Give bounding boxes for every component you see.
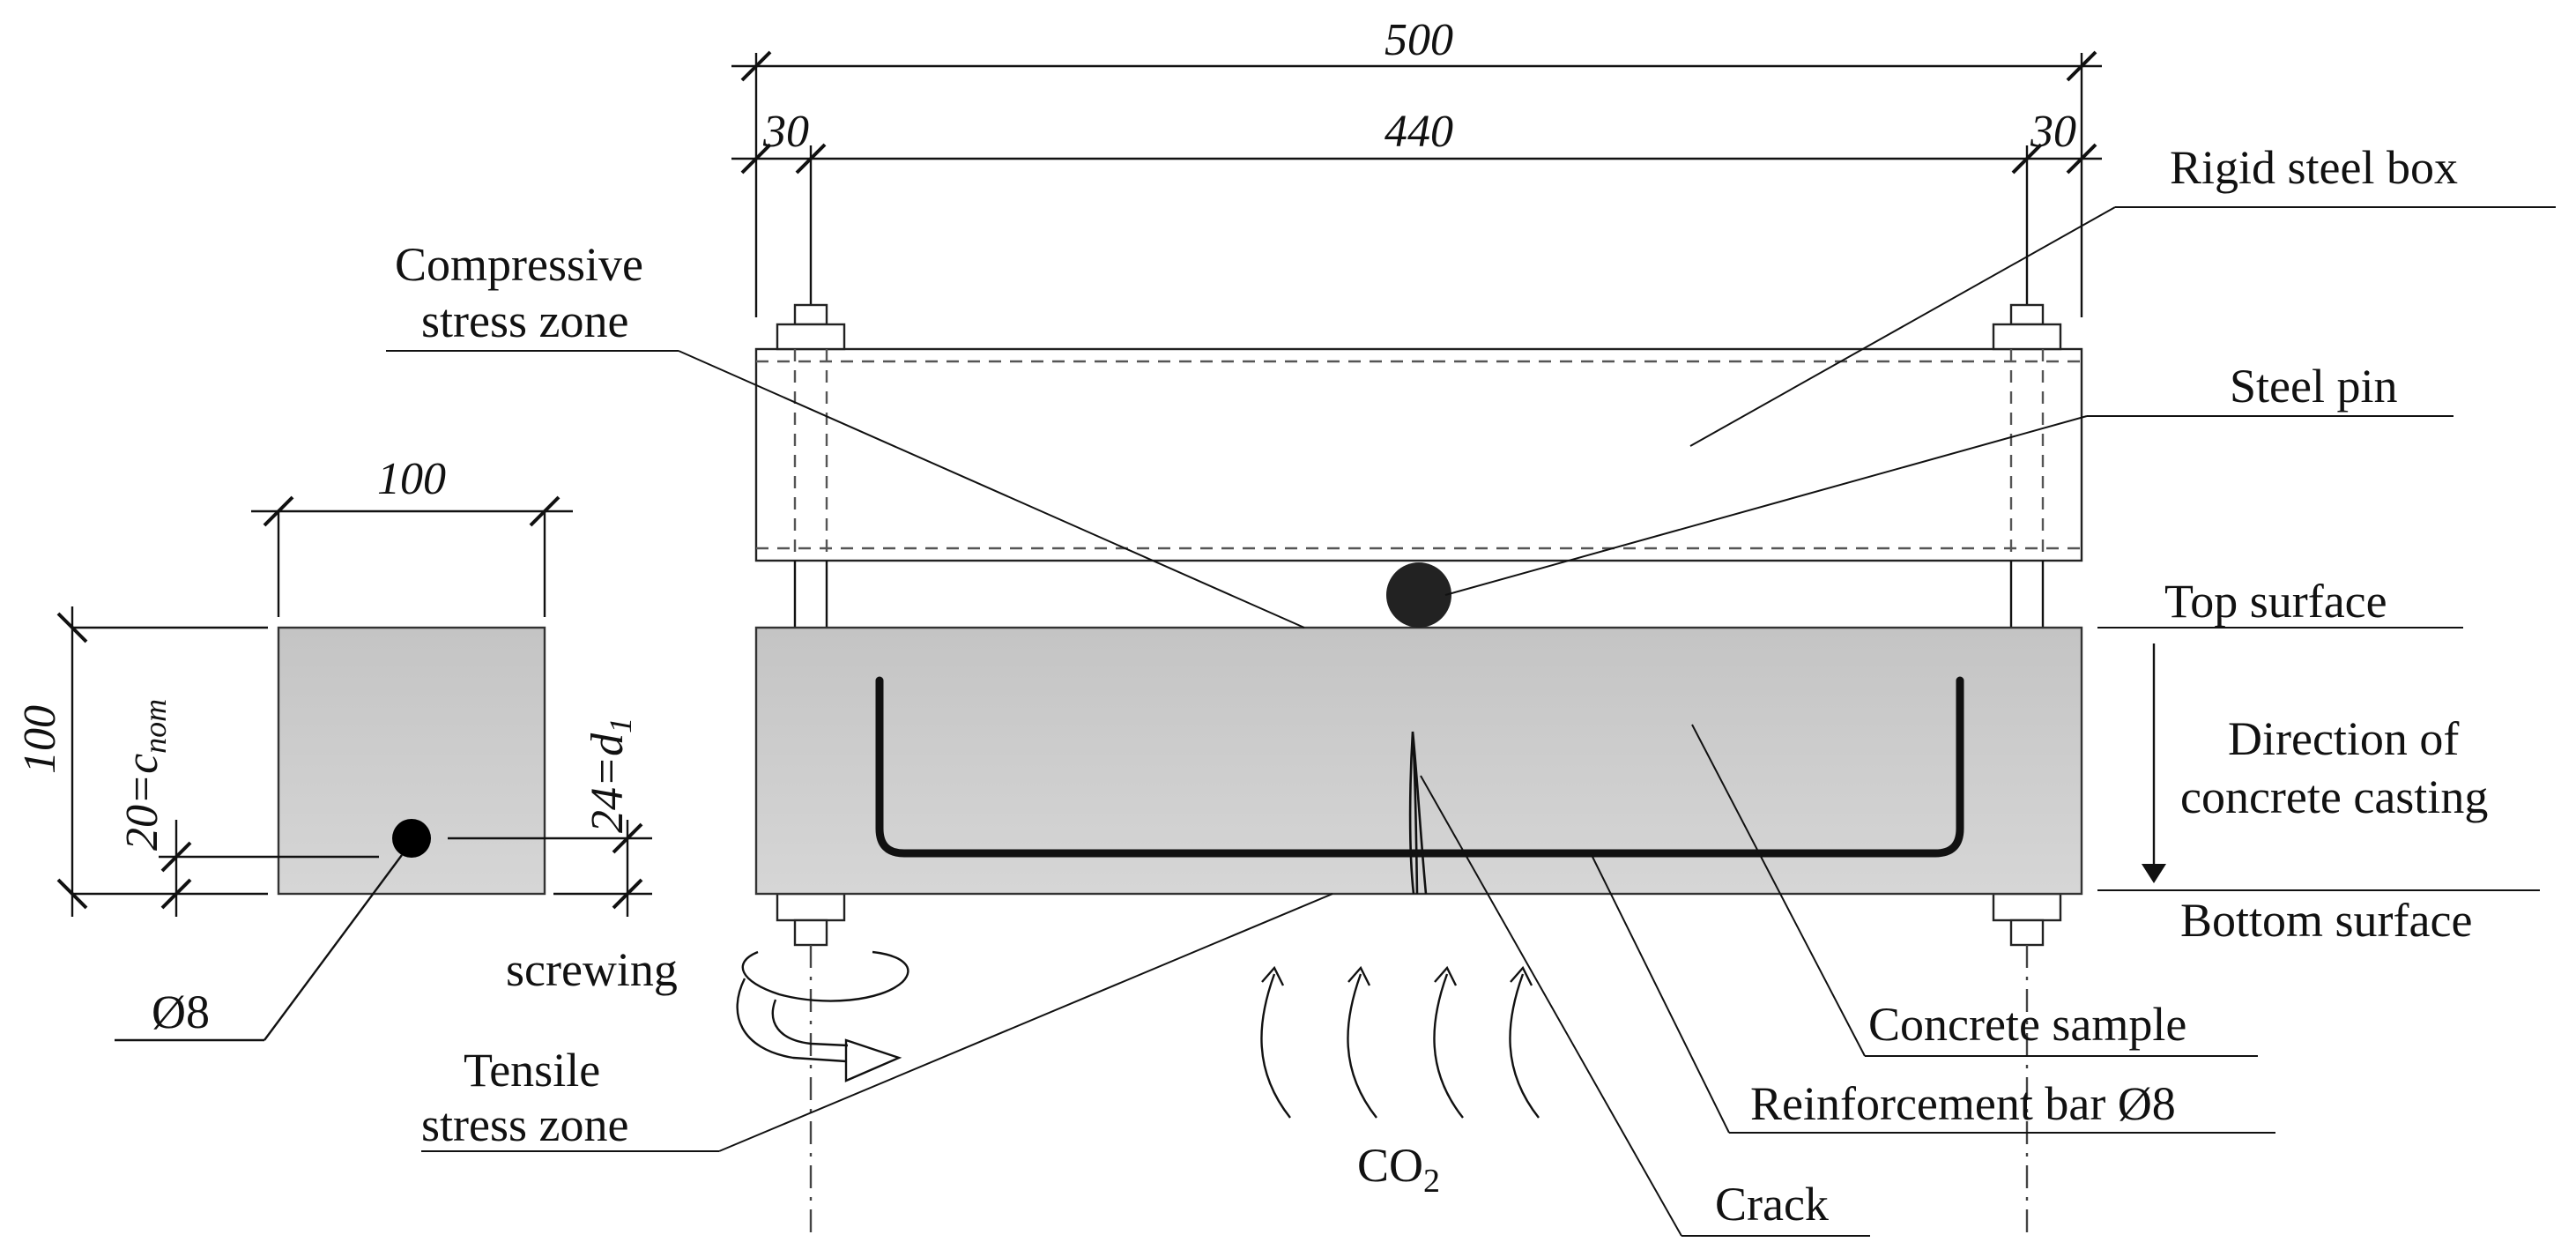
bolt-nut-left-top <box>776 323 846 351</box>
leader-lines <box>386 206 2556 1237</box>
reinforcement-bar <box>875 676 1964 858</box>
label-co2: CO2 <box>1357 1139 1440 1200</box>
inner-length-label: 440 <box>1385 107 1453 157</box>
label-compressive-1: Compressive <box>395 238 643 291</box>
bolt-head-right-top <box>2009 303 2045 326</box>
effective-depth-label: 24=d1 <box>583 718 638 833</box>
section-height-label: 100 <box>15 705 65 774</box>
bolt-nut-left-bottom <box>776 892 846 922</box>
elevation-view: 500 30 440 30 <box>731 15 2166 1238</box>
co2-arrow-1 <box>1260 973 1291 1119</box>
rigid-steel-box <box>754 347 2083 562</box>
label-compressive-2: stress zone <box>421 294 628 347</box>
cross-section: 100 100 20=cnom 24=d1 Ø8 <box>15 454 652 1042</box>
bar-diameter-label: Ø8 <box>152 986 210 1038</box>
bolt-end-right-bottom <box>2009 919 2045 947</box>
bolt-nut-right-bottom <box>1992 892 2062 922</box>
crack <box>1408 731 1428 895</box>
label-steel-pin: Steel pin <box>2230 360 2397 413</box>
bolt-nut-right-top <box>1992 323 2062 351</box>
cover-label: 20=cnom <box>117 699 173 851</box>
label-concrete-sample: Concrete sample <box>1868 998 2186 1051</box>
section-rebar <box>392 819 431 858</box>
label-tensile-1: Tensile <box>464 1044 600 1097</box>
screwing-arrow <box>736 950 909 1082</box>
co2-arrow-4 <box>1509 973 1540 1119</box>
label-direction-1: Direction of <box>2228 712 2459 765</box>
label-bottom-surface: Bottom surface <box>2180 894 2472 947</box>
steel-pin <box>1386 562 1451 628</box>
label-top-surface: Top surface <box>2164 575 2387 628</box>
co2-arrow-2 <box>1347 973 1377 1119</box>
text-labels: Rigid steel box Compressive stress zone … <box>395 141 2488 1231</box>
co2-arrow-3 <box>1433 973 1464 1119</box>
co2-arrows <box>1260 965 1540 1119</box>
end-left-label: 30 <box>762 107 809 157</box>
label-direction-2: concrete casting <box>2180 770 2488 823</box>
label-screwing: screwing <box>506 943 678 996</box>
total-length-label: 500 <box>1385 15 1453 65</box>
section-width-label: 100 <box>377 454 446 504</box>
bolt-head-left-top <box>793 303 828 326</box>
bolt-end-left-bottom <box>793 919 828 947</box>
label-crack: Crack <box>1715 1178 1829 1231</box>
label-tensile-2: stress zone <box>421 1098 628 1151</box>
end-right-label: 30 <box>2030 107 2076 157</box>
label-rigid-steel-box: Rigid steel box <box>2170 141 2458 194</box>
casting-arrow-head <box>2142 864 2166 883</box>
label-reinforcement-bar: Reinforcement bar Ø8 <box>1750 1077 2176 1130</box>
